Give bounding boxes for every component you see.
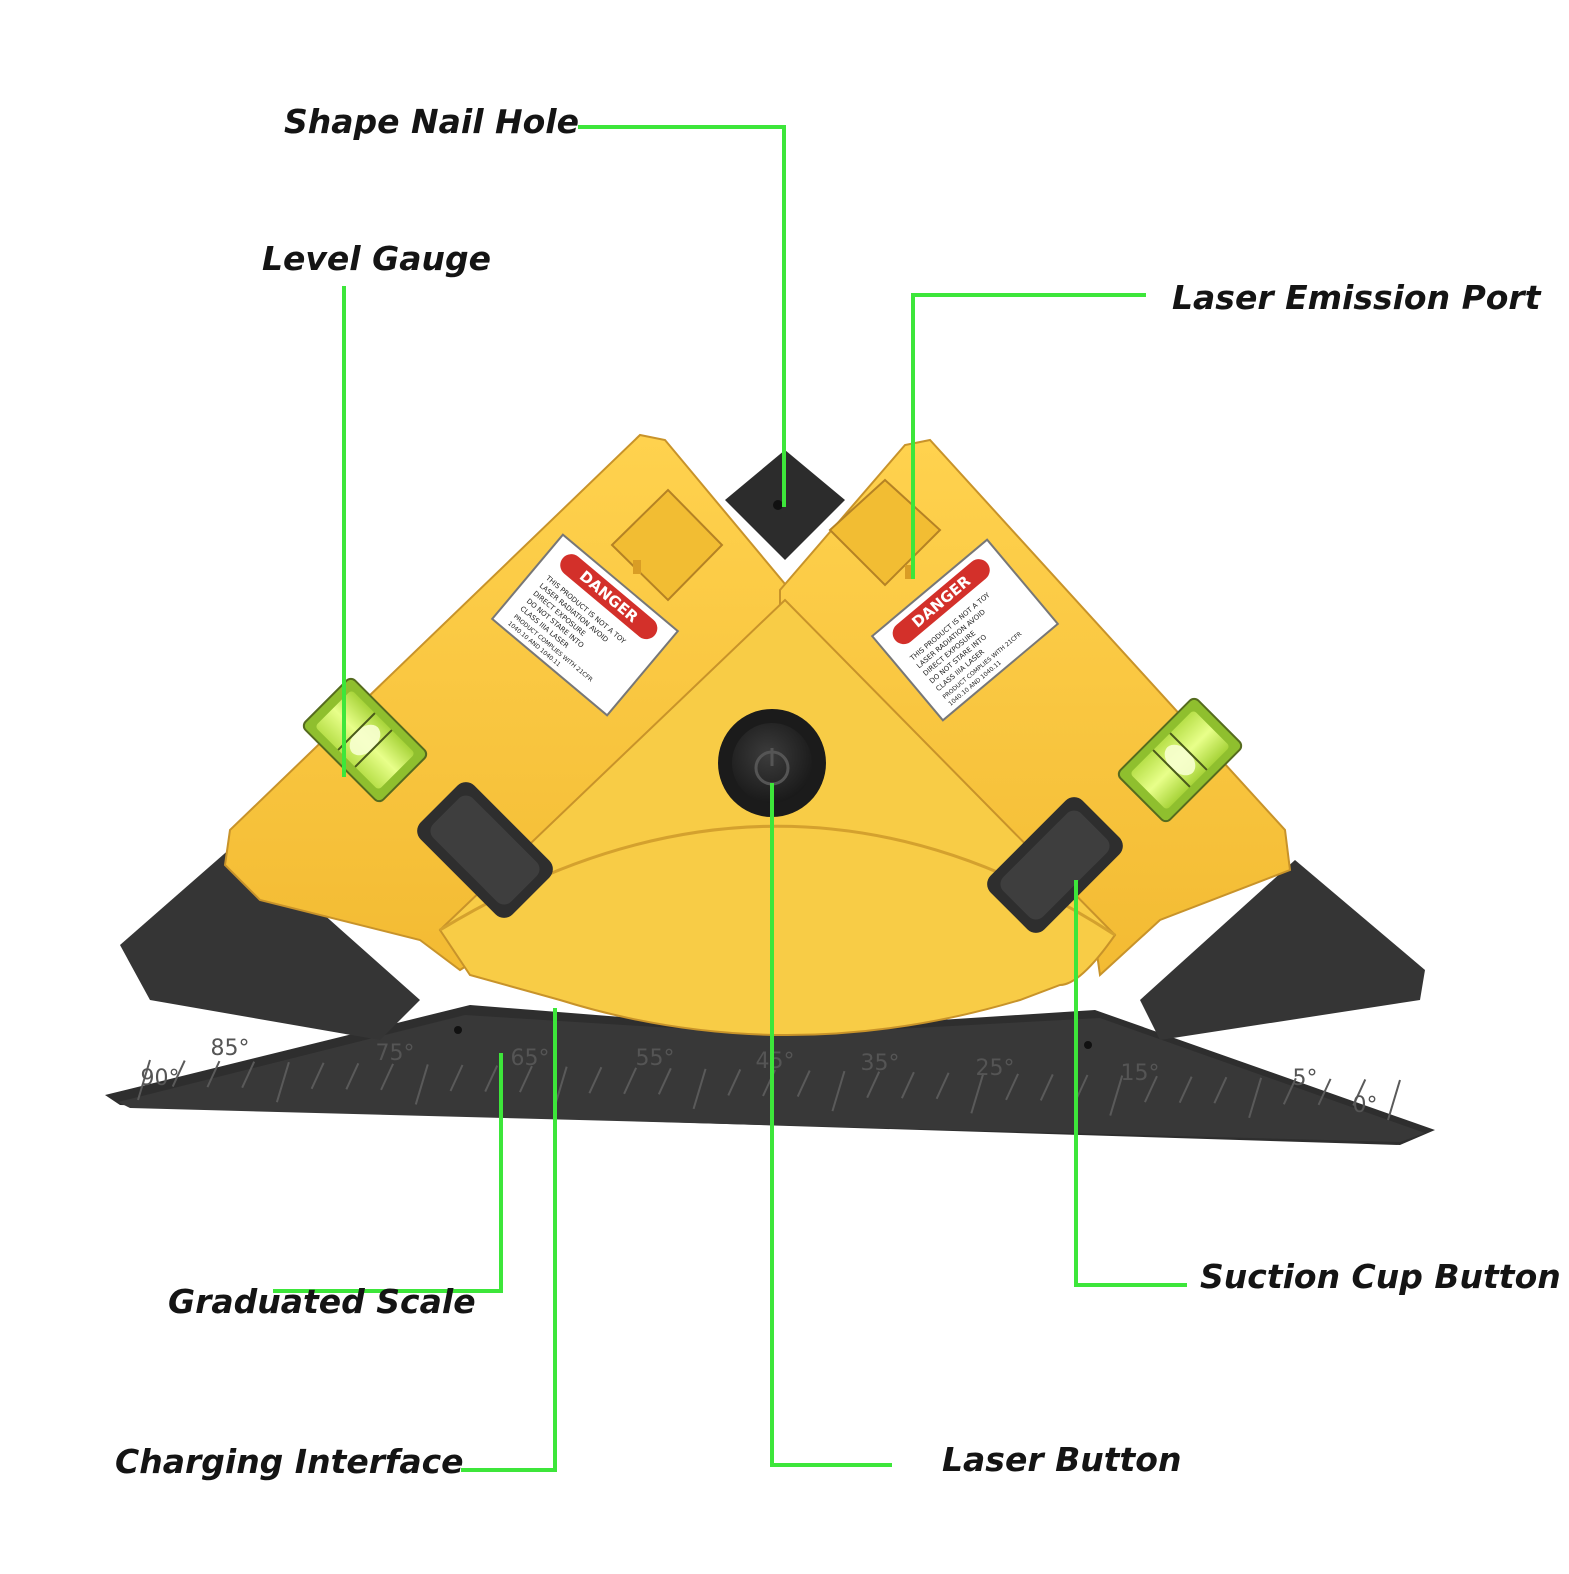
- ruler-tick: [484, 1065, 499, 1092]
- label-suction-cup-button: Suction Cup Button: [1200, 1257, 1561, 1296]
- ruler-tick: [970, 1073, 985, 1114]
- ruler-tick: [866, 1071, 881, 1099]
- ruler-tick: [241, 1061, 256, 1089]
- leader-suction-cup-button: [1074, 880, 1187, 1287]
- ruler-tick: [623, 1067, 638, 1095]
- ruler-tick: [1039, 1074, 1054, 1101]
- charging-port: [454, 1026, 462, 1034]
- label-level-gauge: Level Gauge: [262, 239, 491, 278]
- ruler-tick: [414, 1064, 429, 1105]
- ruler-tick: [519, 1065, 533, 1093]
- leader-shape-nail-hole: [578, 125, 786, 507]
- laser-power-button: [718, 709, 826, 817]
- ruler-tick: [1282, 1077, 1297, 1105]
- label-shape-nail-hole: Shape Nail Hole: [284, 102, 580, 141]
- right-suction-cup-button: [987, 797, 1123, 933]
- ruler-tick: [727, 1069, 742, 1096]
- ruler-tick: [449, 1064, 464, 1092]
- ruler-tick: [831, 1070, 846, 1112]
- ruler-tick: [657, 1067, 672, 1095]
- leader-charging-interface: [461, 1008, 557, 1472]
- ruler-tick: [310, 1062, 325, 1090]
- ruler-tick-label: 15°: [1121, 1061, 1160, 1086]
- ruler-tick: [275, 1061, 290, 1103]
- ruler-tick: [900, 1071, 915, 1099]
- right-level-vial: [1117, 697, 1243, 823]
- ruler-tick-labels: 90° 85° 75° 65° 55° 45° 35° 25° 15° 5° 0°: [141, 1036, 1378, 1118]
- ruler-tick: [171, 1060, 186, 1087]
- ruler-tick-label: 75°: [376, 1041, 415, 1066]
- ruler-tick: [796, 1070, 811, 1097]
- ruler-tick: [1317, 1078, 1332, 1106]
- ruler-tick: [380, 1063, 394, 1091]
- left-rubber-wing: [120, 840, 420, 1040]
- left-suction-cup-button: [417, 782, 553, 918]
- ruler-tick: [1387, 1079, 1401, 1121]
- ruler-tick: [1352, 1079, 1367, 1106]
- ruler-tick: [1005, 1073, 1019, 1101]
- ruler-tick: [692, 1068, 707, 1110]
- ruler-tick: [206, 1060, 221, 1088]
- ruler-tick-label: 0°: [1353, 1093, 1378, 1118]
- nail-hole: [773, 500, 783, 510]
- ruler-tick-label: 45°: [756, 1049, 795, 1074]
- left-level-vial: [302, 677, 428, 803]
- ruler-pin: [1084, 1041, 1092, 1049]
- left-emission-port: [610, 488, 724, 602]
- ruler-tick: [588, 1066, 603, 1094]
- ruler-tick: [935, 1072, 950, 1100]
- label-graduated-scale: Graduated Scale: [168, 1282, 476, 1321]
- label-charging-interface: Charging Interface: [115, 1442, 464, 1481]
- ruler-tick-label: 90°: [141, 1066, 180, 1091]
- ruler-tick-label: 35°: [861, 1051, 900, 1076]
- ruler-tick-label: 5°: [1293, 1066, 1318, 1091]
- leader-laser-emission-port: [911, 293, 1146, 579]
- ruler-tick-label: 85°: [211, 1036, 250, 1061]
- leader-lines: [273, 125, 1187, 1472]
- ruler-tick-label: 25°: [976, 1056, 1015, 1081]
- label-laser-emission-port: Laser Emission Port: [1172, 278, 1541, 317]
- ruler-tick-label: 65°: [511, 1046, 550, 1071]
- center-fan-body: [438, 598, 1117, 1036]
- right-rubber-wing: [1140, 860, 1425, 1040]
- ruler-tick: [137, 1059, 151, 1101]
- leader-graduated-scale: [273, 1053, 503, 1293]
- ruler-tick: [1178, 1076, 1193, 1104]
- ruler-tick-label: 55°: [636, 1046, 675, 1071]
- label-laser-button: Laser Button: [942, 1440, 1182, 1479]
- ruler-tick: [345, 1062, 360, 1090]
- ruler-tick: [1109, 1075, 1124, 1116]
- ruler-tick: [1144, 1075, 1158, 1103]
- ruler-tick: [1248, 1077, 1263, 1119]
- ruler-tick: [1213, 1076, 1228, 1104]
- leader-laser-button: [770, 783, 892, 1467]
